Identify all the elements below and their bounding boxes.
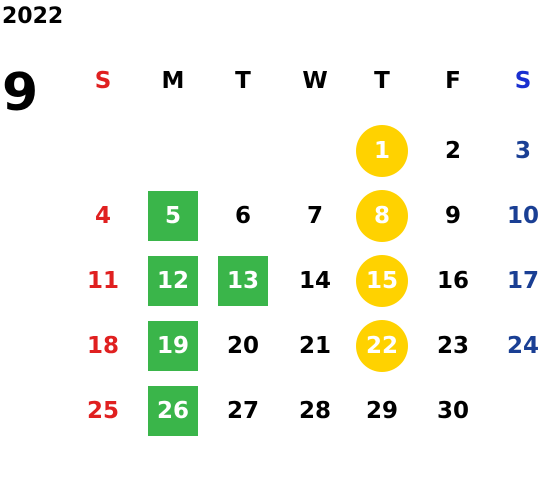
weekday-header-1: M <box>138 53 208 109</box>
day-number: 13 <box>226 267 259 294</box>
weekday-header-3: W <box>280 53 350 109</box>
day-number: 29 <box>365 397 398 424</box>
month-number: 9 <box>2 63 39 123</box>
day-number: 9 <box>444 202 461 229</box>
day-cell-27[interactable]: 27 <box>208 383 278 439</box>
day-number: 5 <box>164 202 181 229</box>
day-highlight-square <box>148 191 198 241</box>
day-number: 8 <box>373 202 390 229</box>
day-number: 25 <box>86 397 119 424</box>
weekday-label: T <box>235 67 251 94</box>
weekday-header-2: T <box>208 53 278 109</box>
day-cell-28[interactable]: 28 <box>280 383 350 439</box>
day-number: 20 <box>226 332 259 359</box>
day-number: 23 <box>436 332 469 359</box>
day-cell-21[interactable]: 21 <box>280 318 350 374</box>
day-number: 14 <box>298 267 331 294</box>
day-number: 11 <box>86 267 119 294</box>
day-highlight-circle <box>356 320 408 372</box>
day-highlight-circle <box>356 255 408 307</box>
day-number: 16 <box>436 267 469 294</box>
day-number: 10 <box>506 202 539 229</box>
day-cell-2[interactable]: 2 <box>418 123 488 179</box>
day-number: 7 <box>306 202 323 229</box>
day-number: 1 <box>373 137 390 164</box>
day-highlight-square <box>148 386 198 436</box>
day-number: 27 <box>226 397 259 424</box>
day-cell-19[interactable]: 19 <box>138 318 208 374</box>
day-cell-23[interactable]: 23 <box>418 318 488 374</box>
day-cell-20[interactable]: 20 <box>208 318 278 374</box>
day-cell-6[interactable]: 6 <box>208 188 278 244</box>
weekday-header-4: T <box>347 53 417 109</box>
day-cell-13[interactable]: 13 <box>208 253 278 309</box>
day-highlight-circle <box>356 190 408 242</box>
day-number: 15 <box>365 267 398 294</box>
day-number: 3 <box>514 137 531 164</box>
day-cell-7[interactable]: 7 <box>280 188 350 244</box>
day-number: 6 <box>234 202 251 229</box>
day-cell-26[interactable]: 26 <box>138 383 208 439</box>
day-cell-29[interactable]: 29 <box>347 383 417 439</box>
day-highlight-square <box>148 321 198 371</box>
day-cell-17[interactable]: 17 <box>488 253 548 309</box>
day-number: 24 <box>506 332 539 359</box>
day-number: 19 <box>156 332 189 359</box>
day-cell-9[interactable]: 9 <box>418 188 488 244</box>
year-label: 2022 <box>2 4 64 29</box>
day-cell-8[interactable]: 8 <box>347 188 417 244</box>
weekday-label: W <box>302 67 328 94</box>
weekday-label: S <box>514 67 532 94</box>
day-cell-25[interactable]: 25 <box>68 383 138 439</box>
day-number: 4 <box>94 202 111 229</box>
day-cell-16[interactable]: 16 <box>418 253 488 309</box>
day-number: 21 <box>298 332 331 359</box>
day-number: 2 <box>444 137 461 164</box>
day-number: 12 <box>156 267 189 294</box>
day-cell-22[interactable]: 22 <box>347 318 417 374</box>
day-cell-11[interactable]: 11 <box>68 253 138 309</box>
day-number: 22 <box>365 332 398 359</box>
day-number: 26 <box>156 397 189 424</box>
day-highlight-square <box>218 256 268 306</box>
day-highlight-square <box>148 256 198 306</box>
day-number: 18 <box>86 332 119 359</box>
day-cell-1[interactable]: 1 <box>347 123 417 179</box>
weekday-header-6: S <box>488 53 548 109</box>
day-cell-18[interactable]: 18 <box>68 318 138 374</box>
weekday-header-0: S <box>68 53 138 109</box>
day-number: 17 <box>506 267 539 294</box>
weekday-label: S <box>94 67 112 94</box>
day-cell-5[interactable]: 5 <box>138 188 208 244</box>
weekday-label: M <box>161 67 185 94</box>
weekday-label: F <box>445 67 461 94</box>
day-cell-24[interactable]: 24 <box>488 318 548 374</box>
weekday-header-5: F <box>418 53 488 109</box>
day-cell-12[interactable]: 12 <box>138 253 208 309</box>
day-number: 30 <box>436 397 469 424</box>
day-cell-3[interactable]: 3 <box>488 123 548 179</box>
day-number: 28 <box>298 397 331 424</box>
day-cell-30[interactable]: 30 <box>418 383 488 439</box>
day-cell-14[interactable]: 14 <box>280 253 350 309</box>
day-cell-15[interactable]: 15 <box>347 253 417 309</box>
day-cell-4[interactable]: 4 <box>68 188 138 244</box>
day-highlight-circle <box>356 125 408 177</box>
day-cell-10[interactable]: 10 <box>488 188 548 244</box>
weekday-label: T <box>374 67 390 94</box>
